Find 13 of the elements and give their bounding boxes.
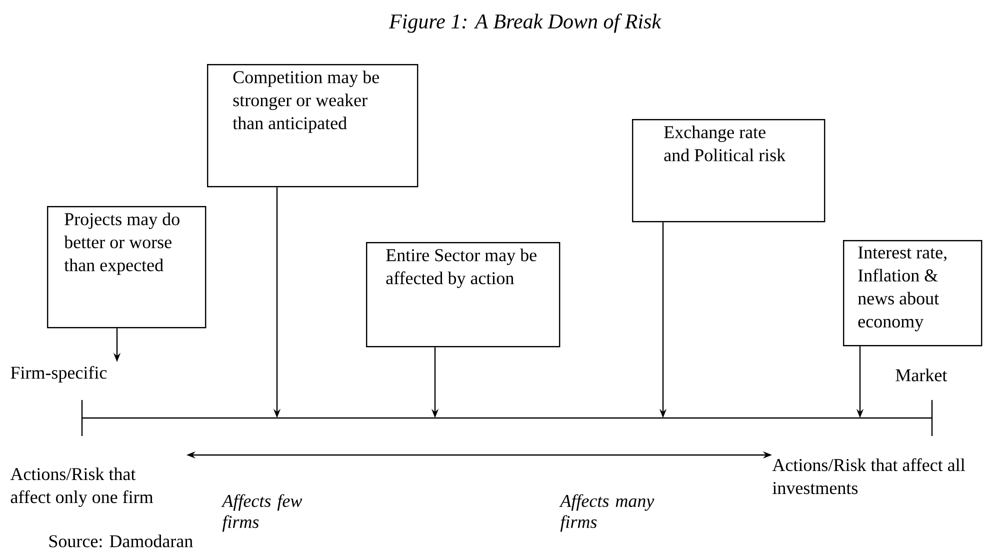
- axis-label: Firm-specific: [10, 366, 107, 382]
- axis-label: Market: [896, 368, 948, 382]
- text-box: Projects may do better or worse than expected: [47, 206, 206, 328]
- text-box: Competition may be stronger or weaker than anticipated: [207, 64, 418, 188]
- axis-label: Affects few firms: [221, 494, 302, 532]
- text-box: Interest rate, Inflation & news about economy: [843, 240, 982, 346]
- text-box: Entire Sector may be affected by action: [366, 242, 560, 348]
- text-box: Exchange rate and Political risk: [632, 119, 826, 222]
- source-note: Source: Damodaran: [49, 534, 193, 548]
- end-label: Actions/Risk that affect only one firm: [10, 468, 154, 507]
- axis-label: Affects many firms: [559, 494, 654, 532]
- end-label: Actions/Risk that affect all investments: [772, 458, 965, 494]
- figure-title: Figure 1: A Break Down of Risk: [388, 14, 662, 33]
